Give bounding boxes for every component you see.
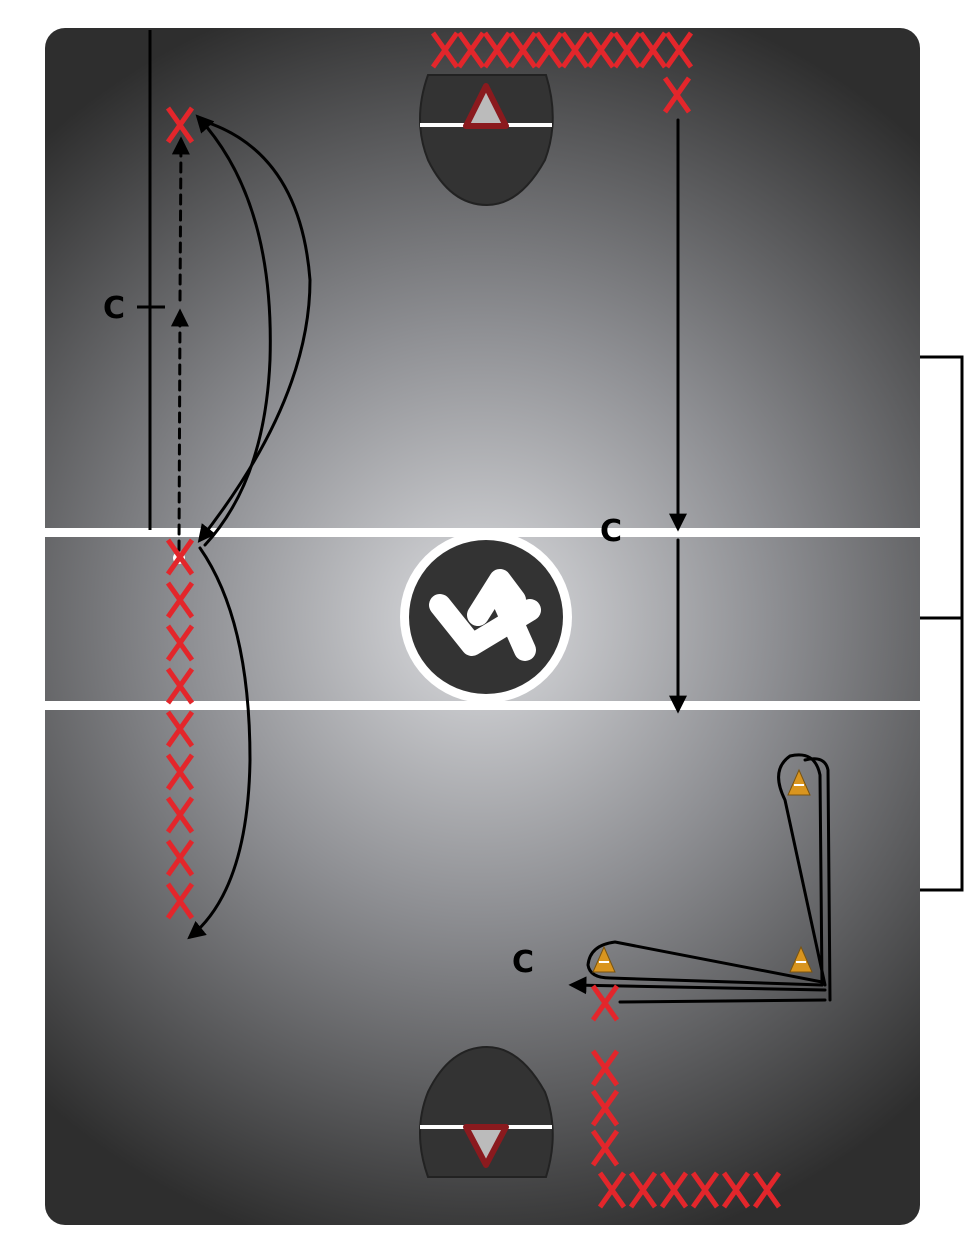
player-x-icon — [165, 538, 195, 576]
cone-icon — [787, 768, 811, 796]
run-path — [197, 118, 312, 543]
goal-crease-bottom — [419, 1045, 554, 1178]
player-markers — [165, 31, 782, 1209]
coach-label: C — [103, 291, 125, 326]
player-x-icon — [165, 106, 195, 144]
player-x-icon — [165, 667, 195, 705]
player-x-icon — [752, 1171, 782, 1209]
player-x-icon — [690, 1171, 720, 1209]
dodge-path — [618, 998, 827, 1004]
coach-label: C — [512, 945, 534, 980]
pass-arrow — [171, 136, 190, 302]
cone-icon — [789, 945, 813, 973]
cone-icon — [592, 945, 616, 973]
dodge-path — [586, 940, 824, 987]
run-path — [187, 546, 252, 940]
logo-icon — [400, 531, 572, 703]
player-x-icon — [612, 31, 642, 69]
player-x-icon — [456, 31, 486, 69]
side-bracket — [920, 355, 964, 892]
pass-arrow — [170, 308, 189, 552]
dodge-path — [803, 757, 832, 1002]
player-x-icon — [508, 31, 538, 69]
player-x-icon — [165, 882, 195, 920]
player-x-icon — [430, 31, 460, 69]
player-x-icon — [560, 31, 590, 69]
coach-label: C — [600, 514, 622, 549]
goal-icon — [463, 83, 509, 129]
player-x-icon — [590, 1129, 620, 1167]
goal-crease-top — [419, 74, 554, 207]
run-path — [195, 114, 272, 547]
player-x-icon — [590, 1049, 620, 1087]
player-x-icon — [590, 984, 620, 1022]
player-x-icon — [165, 796, 195, 834]
player-x-icon — [664, 31, 694, 69]
player-x-icon — [590, 1089, 620, 1127]
player-x-icon — [721, 1171, 751, 1209]
player-x-icon — [586, 31, 616, 69]
player-x-icon — [597, 1171, 627, 1209]
player-x-icon — [662, 76, 692, 114]
player-x-icon — [165, 581, 195, 619]
dodge-path — [777, 753, 827, 987]
player-x-icon — [628, 1171, 658, 1209]
player-x-icon — [165, 624, 195, 662]
player-x-icon — [534, 31, 564, 69]
player-x-icon — [659, 1171, 689, 1209]
player-x-icon — [165, 839, 195, 877]
player-x-icon — [638, 31, 668, 69]
restraining-line-bottom — [45, 701, 920, 710]
goal-icon — [463, 1124, 509, 1168]
player-x-icon — [482, 31, 512, 69]
player-x-icon — [165, 753, 195, 791]
player-x-icon — [165, 710, 195, 748]
